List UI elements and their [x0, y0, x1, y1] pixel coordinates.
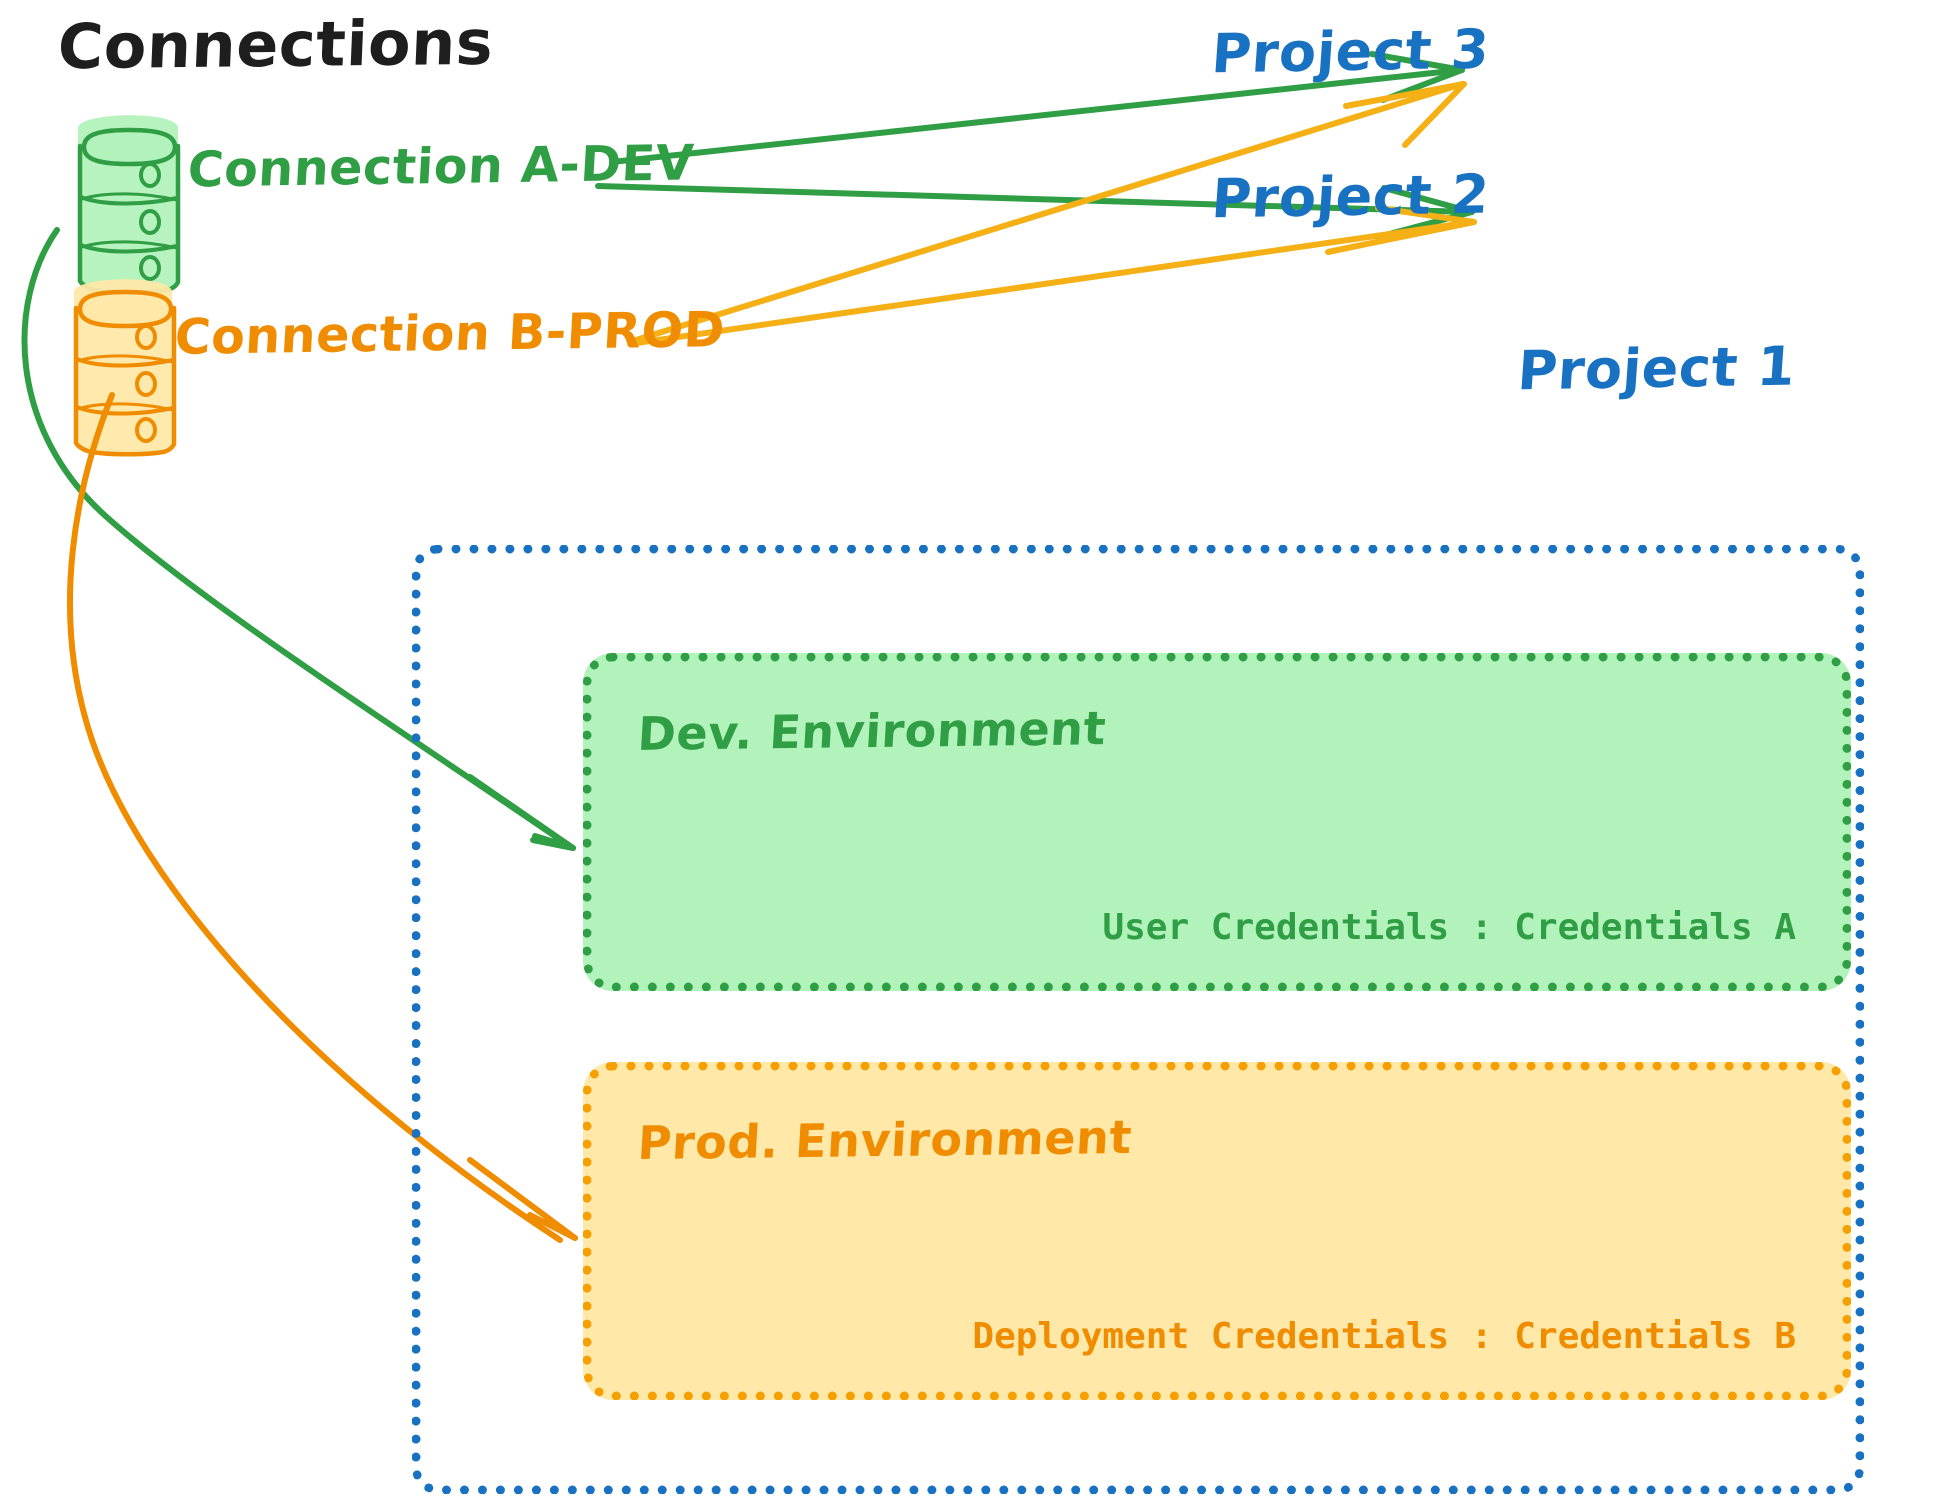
connection-b-prod-label: Connection B-PROD [173, 301, 727, 366]
database-icon-conn-a [77, 115, 181, 295]
dev-environment-box: Dev. Environment User Credentials : Cred… [583, 653, 1851, 991]
project-2-label: Project 2 [1209, 162, 1492, 231]
prod-environment-box: Prod. Environment Deployment Credentials… [583, 1062, 1851, 1400]
project-1-label: Project 1 [1515, 334, 1798, 403]
prod-environment-title: Prod. Environment [636, 1109, 1134, 1171]
dev-environment-title: Dev. Environment [636, 701, 1108, 761]
prod-environment-credentials: Deployment Credentials : Credentials B [972, 1316, 1796, 1357]
database-icon-conn-b [73, 279, 177, 457]
dev-environment-credentials: User Credentials : Credentials A [1102, 907, 1796, 948]
page-title: Connections [56, 5, 495, 84]
project-1-container [412, 545, 1864, 1494]
connection-a-dev-label: Connection A-DEV [186, 134, 696, 199]
edge-b-prod-to-project-2 [627, 205, 1477, 347]
project-3-label: Project 3 [1209, 17, 1492, 86]
